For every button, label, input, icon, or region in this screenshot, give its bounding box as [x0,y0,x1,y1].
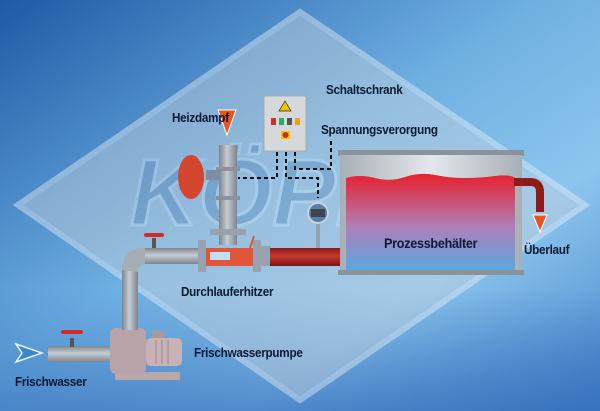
label-heating-steam: Heizdampf [172,110,229,125]
fresh-water-arrow-icon [14,342,45,364]
label-fresh-water: Frischwasser [15,374,87,389]
feed-pipe [145,248,207,264]
label-fresh-water-pump: Frischwasserpumpe [194,345,303,360]
flange-left [198,240,206,272]
process-tank [338,150,524,275]
label-power-supply: Spannungsverorgung [321,122,438,137]
overflow-pipe [514,178,544,212]
label-overflow: Überlauf [524,242,570,257]
warning-icon [278,100,292,112]
control-cabinet[interactable] [263,95,307,152]
fresh-water-pump [110,328,182,380]
inlet-valve-handle[interactable] [61,330,83,334]
riser-pipe [122,268,138,330]
label-flow-heater: Durchlauferhitzer [181,284,274,299]
expansion-vessel [178,155,204,199]
overflow-arrow-icon [532,214,548,234]
label-control-cabinet: Schaltschrank [326,82,403,97]
label-process-tank: Prozessbehälter [384,235,478,251]
heating-steam-arrow-icon [217,109,237,137]
feed-valve-handle[interactable] [144,233,164,237]
valve-stem [70,338,74,347]
inlet-pipe [48,346,110,362]
hot-water-pipe [270,248,345,266]
emergency-stop-icon [282,132,289,138]
signal-lines [238,140,332,198]
pipe-bend [122,248,145,272]
